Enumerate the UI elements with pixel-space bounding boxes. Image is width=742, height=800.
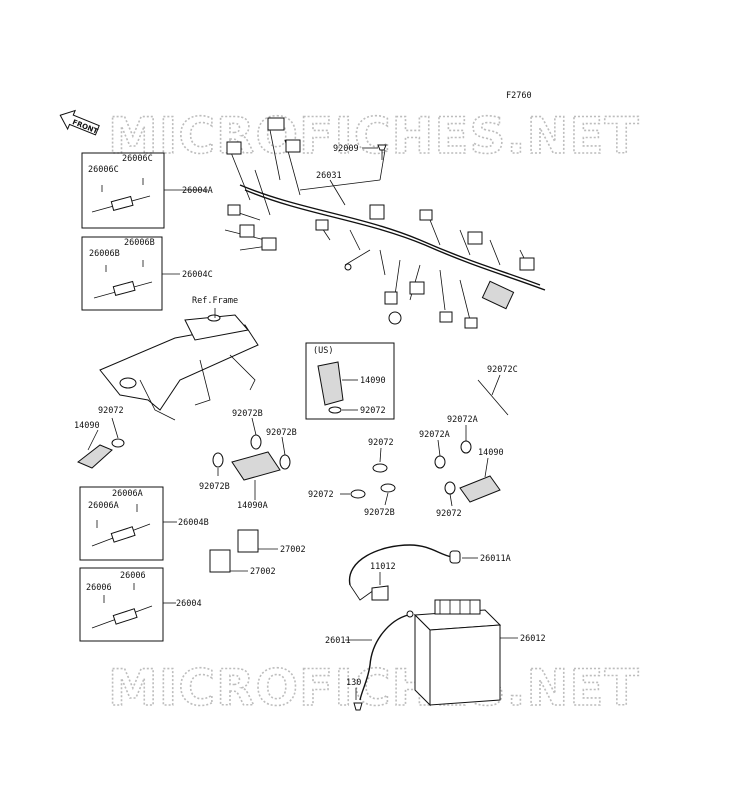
battery-cable-26011A (348, 544, 478, 601)
label-26004A: 26004A (182, 186, 213, 196)
fuse-box-26004B (79, 486, 177, 561)
label-11012: 11012 (370, 562, 396, 572)
bands-middle (340, 447, 396, 506)
label-14090-us: 14090 (360, 376, 386, 386)
clamp-14090A (212, 417, 291, 500)
label-26006A-a: 26006A (112, 489, 143, 499)
us-box (305, 342, 395, 420)
label-92072-right: 92072 (436, 509, 462, 519)
label-92072B-mid: 92072B (364, 508, 395, 518)
band-92072C (477, 379, 509, 416)
label-26006A-b: 26006A (88, 501, 119, 511)
label-92009: 92009 (333, 144, 359, 154)
clamp-14090-right (434, 425, 501, 507)
leader-92072C (491, 374, 501, 396)
label-92072C: 92072C (487, 365, 518, 375)
label-ref-frame: Ref.Frame (192, 296, 238, 306)
label-92072B-b: 92072B (266, 428, 297, 438)
label-26004C: 26004C (182, 270, 213, 280)
battery-cable-26011 (345, 610, 414, 711)
label-26006-a: 26006 (120, 571, 146, 581)
label-92072-us: 92072 (360, 406, 386, 416)
label-92072B-c: 92072B (199, 482, 230, 492)
label-26006C-a: 26006C (122, 154, 153, 164)
watermark-top: MICROFICHES.NET (108, 107, 640, 165)
label-14090-right: 14090 (478, 448, 504, 458)
label-92072-left: 92072 (98, 406, 124, 416)
label-26011: 26011 (325, 636, 351, 646)
label-92072B-a: 92072B (232, 409, 263, 419)
label-92072A-a: 92072A (447, 415, 478, 425)
label-27002-b: 27002 (250, 567, 276, 577)
watermark-bottom: MICROFICHES.NET (108, 659, 640, 717)
label-26006B-b: 26006B (89, 249, 120, 259)
label-26012: 26012 (520, 634, 546, 644)
label-26011A: 26011A (480, 554, 511, 564)
fuse-box-26004C (81, 236, 180, 311)
label-26004: 26004 (176, 599, 202, 609)
fuse-box-26004A (81, 152, 208, 229)
label-26006-b: 26006 (86, 583, 112, 593)
main-harness (224, 117, 546, 329)
label-130: 130 (346, 678, 361, 688)
relays-27002 (209, 529, 278, 573)
label-26031: 26031 (316, 171, 342, 181)
figure-code: F2760 (506, 91, 532, 101)
label-26006B-a: 26006B (124, 238, 155, 248)
frame (99, 308, 259, 421)
label-14090-left: 14090 (74, 421, 100, 431)
label-27002-a: 27002 (280, 545, 306, 555)
label-26004B: 26004B (178, 518, 209, 528)
battery-26012 (413, 599, 518, 707)
label-us: (US) (313, 346, 333, 356)
label-14090A: 14090A (237, 501, 268, 511)
label-92072A-b: 92072A (419, 430, 450, 440)
front-arrow-icon: FRONT (59, 109, 100, 136)
leader-26031 (329, 179, 346, 206)
label-92072-mid-b: 92072 (308, 490, 334, 500)
fuse-box-26004 (79, 567, 176, 642)
clamp-14090-left (77, 417, 125, 469)
label-26006C-b: 26006C (88, 165, 119, 175)
label-92072-mid-a: 92072 (368, 438, 394, 448)
